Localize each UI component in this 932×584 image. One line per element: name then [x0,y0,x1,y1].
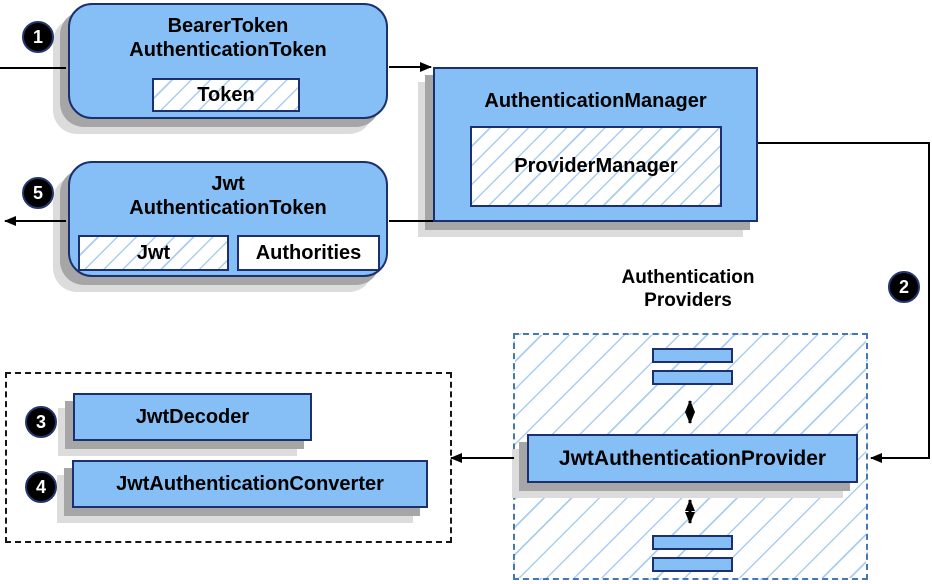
authentication-manager-node: AuthenticationManager ProviderManager [433,67,758,222]
step-3-badge: 3 [25,406,57,438]
jwt-field: Jwt [78,235,229,271]
authentication-manager-title: AuthenticationManager [484,90,707,112]
step-1-badge: 1 [22,21,54,53]
jwt-authentication-converter-node: JwtAuthenticationConverter [72,460,428,508]
jwt-authentication-provider-node: JwtAuthenticationProvider [527,434,858,483]
jwt-authentication-converter-label: JwtAuthenticationConverter [116,472,384,495]
token-field: Token [152,78,300,112]
provider-placeholder-rect-top-1 [652,348,733,363]
jwt-decoder-node: JwtDecoder [73,393,312,441]
bearer-token-title-line2: AuthenticationToken [129,39,327,61]
jwt-token-title-line2: AuthenticationToken [129,197,327,219]
jwt-token-title-line1: Jwt [211,173,245,195]
jwt-decoder-label: JwtDecoder [135,405,250,428]
provider-placeholder-rect-top-2 [652,370,733,385]
authentication-providers-label: Authentication Providers [568,266,808,312]
step-5-badge: 5 [22,177,54,209]
authorities-field: Authorities [237,235,380,271]
jwt-authentication-provider-label: JwtAuthenticationProvider [558,446,827,470]
bearer-token-authentication-token-node: BearerToken AuthenticationToken Token [68,3,388,119]
provider-manager-label: ProviderManager [514,155,678,177]
jwt-field-label: Jwt [136,241,171,264]
provider-placeholder-rect-bottom-1 [652,535,733,550]
jwt-authentication-token-node: Jwt AuthenticationToken Jwt Authorities [68,161,388,277]
authentication-providers-label-line1: Authentication [621,267,755,288]
provider-manager-field: ProviderManager [470,126,722,207]
token-field-label: Token [197,83,255,106]
step-2-badge: 2 [888,271,920,303]
step-4-badge: 4 [25,471,57,503]
provider-placeholder-rect-bottom-2 [652,557,733,572]
authorities-field-label: Authorities [255,241,362,264]
authentication-providers-label-line2: Providers [644,290,732,311]
bearer-token-title-line1: BearerToken [167,15,289,37]
